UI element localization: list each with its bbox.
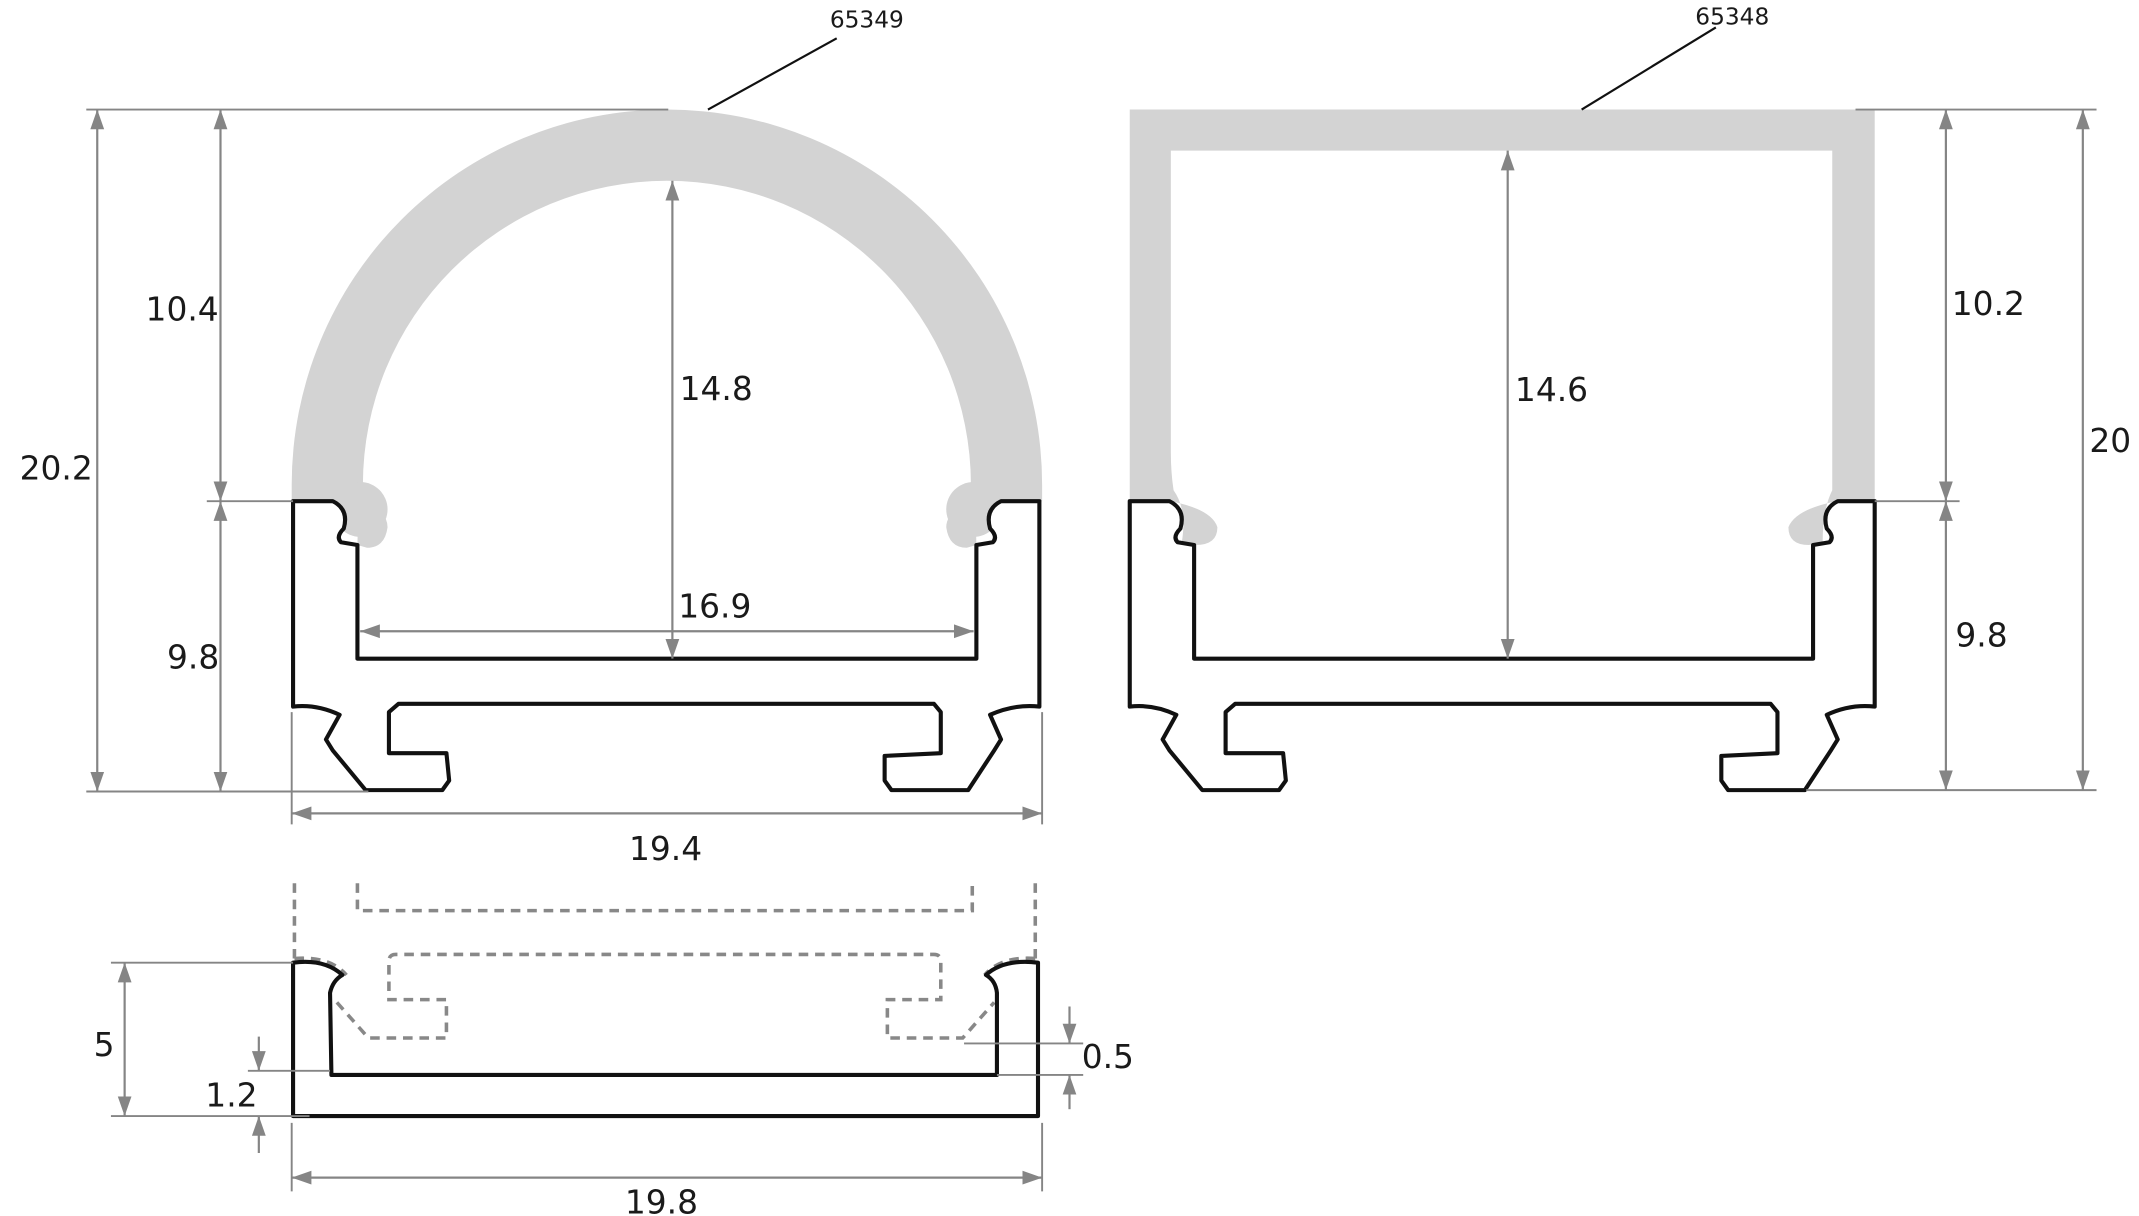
aluminium-profile [291,499,1042,793]
dim-total-height: 20 [2089,421,2131,460]
dim-inner-height: 14.6 [1515,370,1588,409]
dim-height: 5 [94,1025,115,1064]
dim-diffuser-height: 10.2 [1952,284,2025,323]
round-diffuser [291,109,1043,548]
leader-line [707,37,838,111]
leader-line [1581,26,1717,111]
dim-inner-height: 14.8 [680,369,753,408]
ghost-outline [355,883,975,913]
dim-base-thickness: 1.2 [205,1075,257,1114]
profile-bottom: 5 1.2 0.5 19.8 [94,883,1134,1216]
square-diffuser [1129,109,1875,546]
flat-aluminium-profile [291,959,1041,1119]
dim-total-width: 19.8 [625,1182,698,1216]
profile-left: 65349 20.2 10.4 9.8 14.8 16.9 19.4 [20,6,1044,868]
dim-diffuser-height: 10.4 [146,289,219,328]
dim-total-width: 19.4 [629,829,702,868]
dim-wall-gap: 0.5 [1082,1037,1134,1076]
dim-total-height: 20.2 [20,448,93,487]
profile-right: 65348 14.6 10.2 9.8 20 [1127,4,2131,793]
part-number-label: 65349 [830,6,904,33]
dim-base-height: 9.8 [1955,615,2007,654]
part-number-label: 65348 [1695,4,1769,31]
aluminium-profile [1127,499,1877,793]
dim-base-height: 9.8 [167,637,219,676]
dim-inner-width: 16.9 [678,587,751,626]
